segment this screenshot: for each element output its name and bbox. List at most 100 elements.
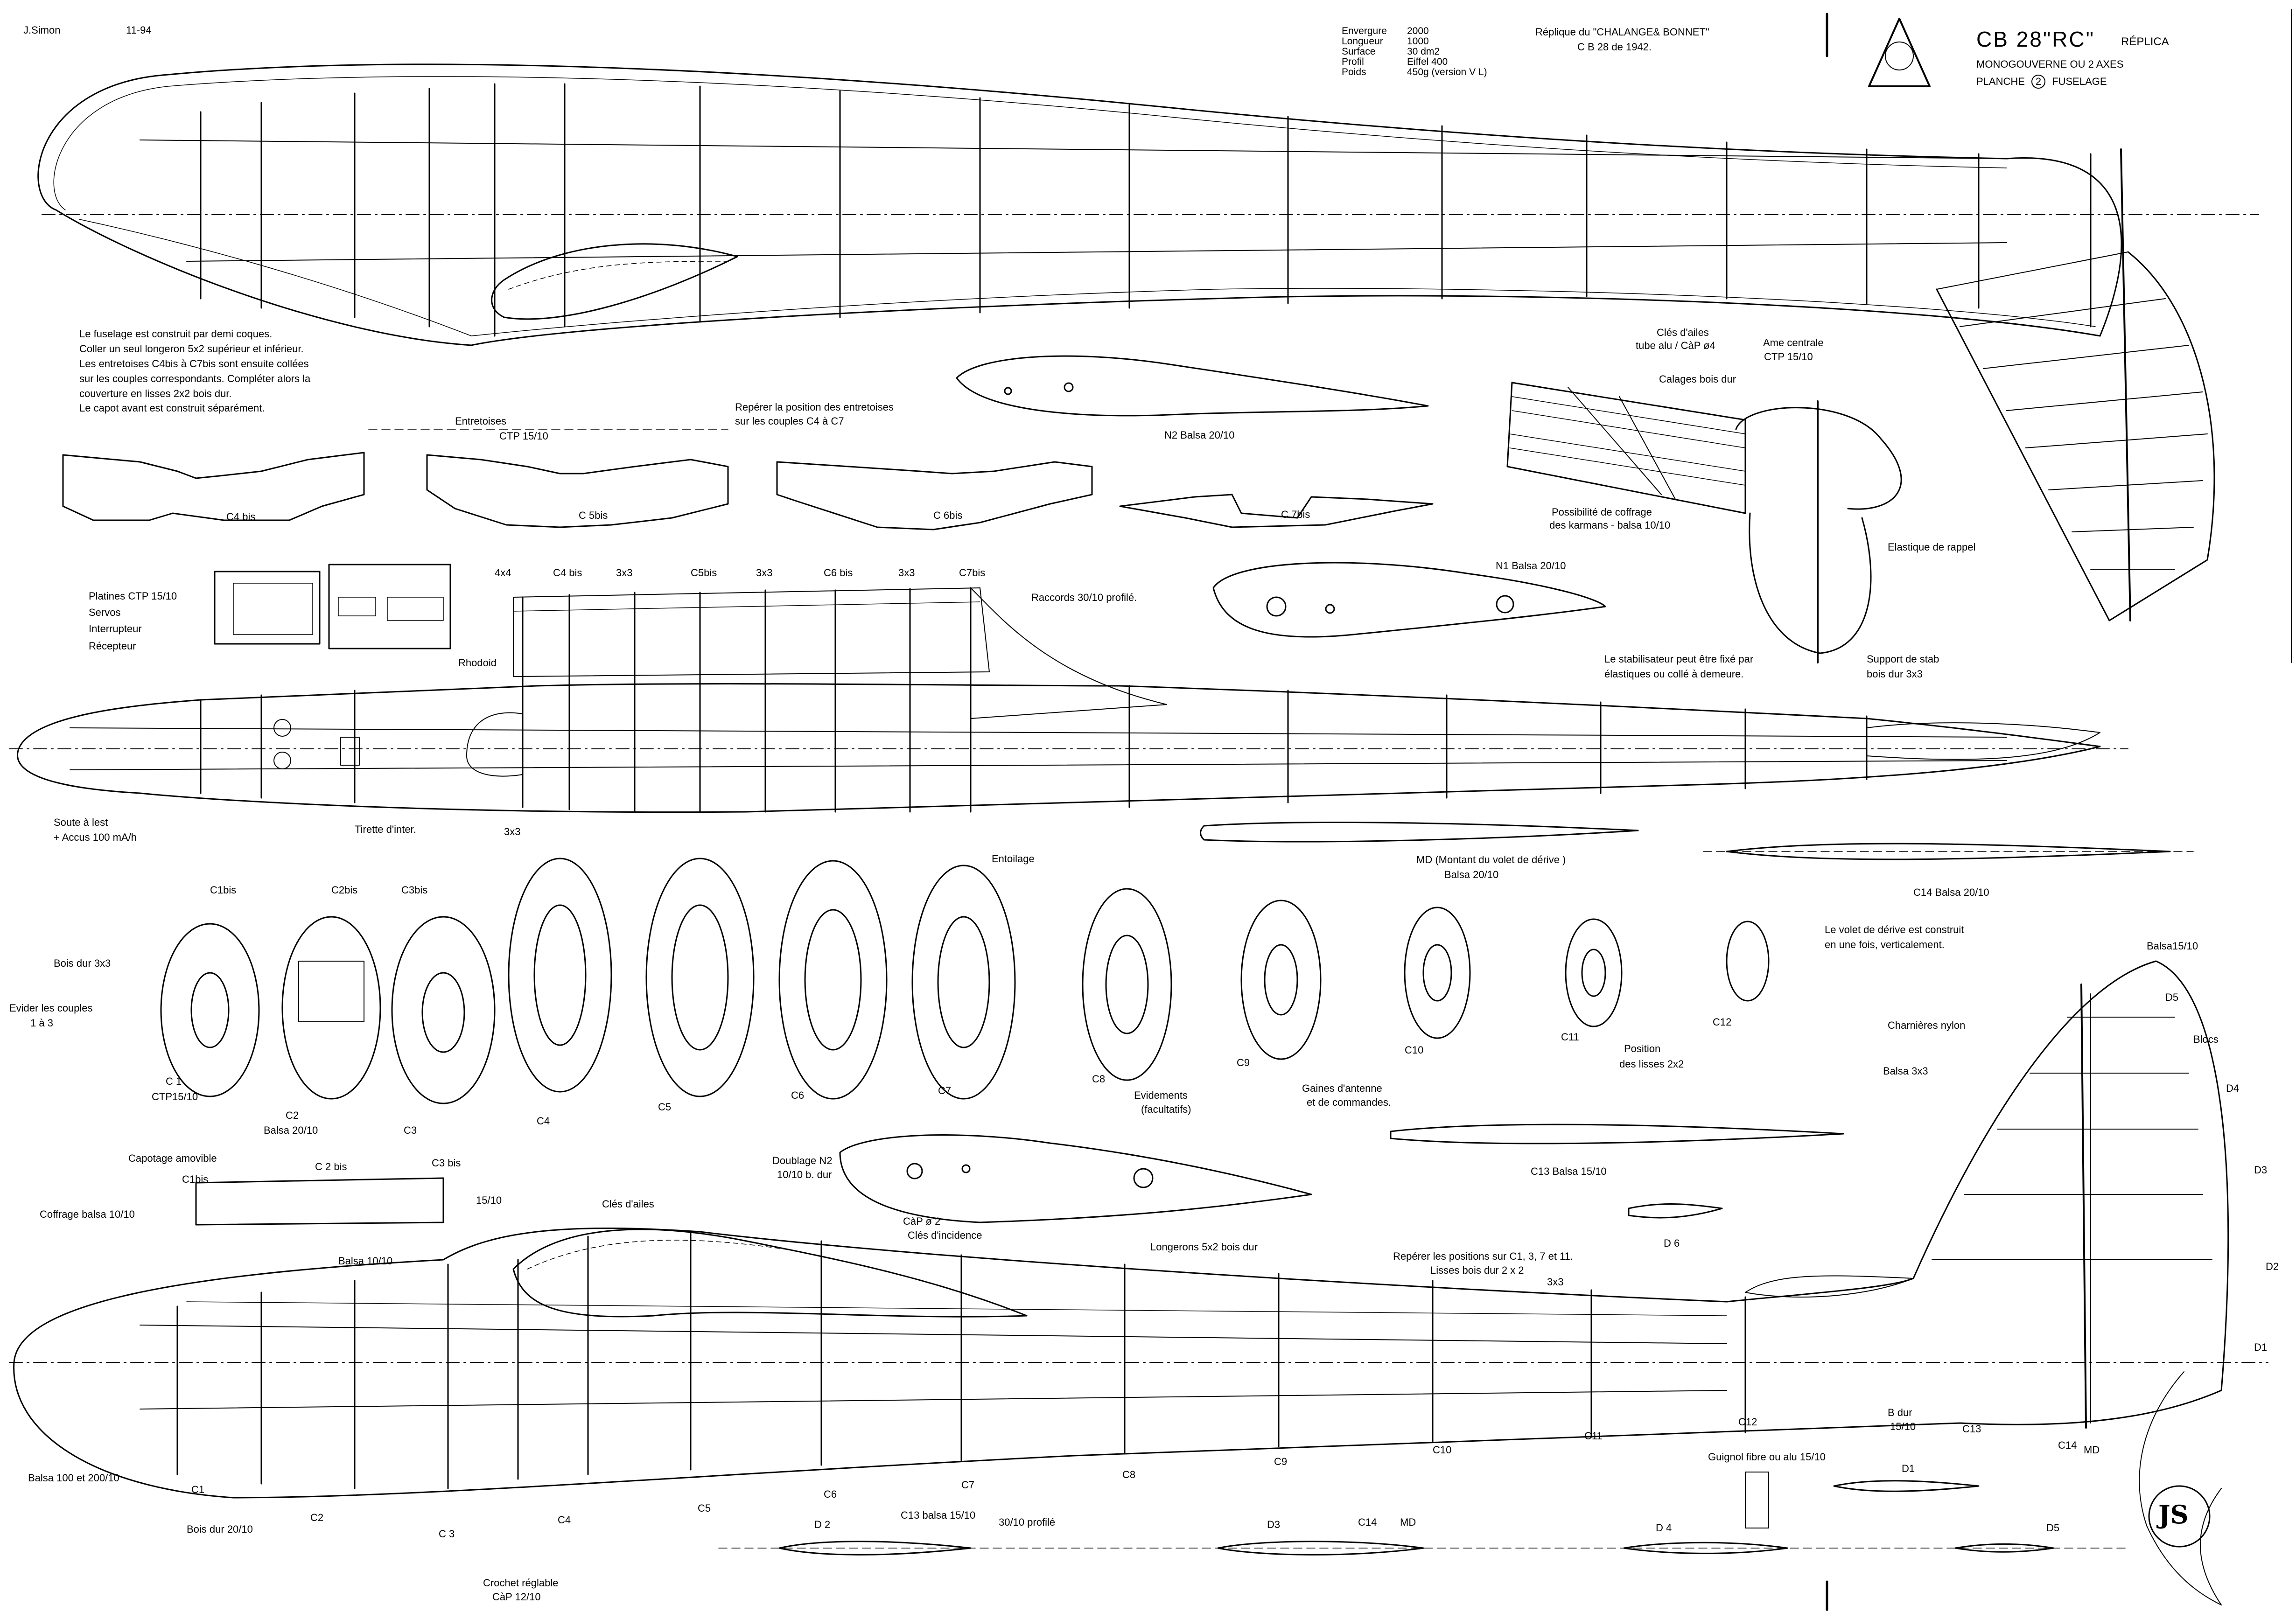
label-coffrage-balsa: Coffrage balsa 10/10 bbox=[40, 1208, 135, 1220]
label-facultatifs: (facultatifs) bbox=[1141, 1103, 1191, 1115]
label-elastique: Elastique de rappel bbox=[1888, 541, 1976, 553]
label-balsa-20-10: Balsa 20/10 bbox=[264, 1124, 318, 1136]
label-servos: Servos bbox=[89, 607, 121, 618]
label-c7bis-top: C7bis bbox=[959, 567, 986, 579]
label-stab-fixe: Le stabilisateur peut être fixé par bbox=[1604, 653, 1754, 665]
label-c8: C8 bbox=[1092, 1073, 1106, 1085]
spec-value: 2000 bbox=[1407, 26, 1429, 36]
label-cles-incidence: Clés d'incidence bbox=[908, 1229, 982, 1241]
label-c10: C10 bbox=[1405, 1044, 1424, 1056]
label-ctp-15-10: CTP 15/10 bbox=[499, 430, 548, 442]
label-interrupteur: Interrupteur bbox=[89, 623, 142, 635]
label-charnieres: Charnières nylon bbox=[1888, 1019, 1966, 1031]
plan-subtitle: MONOGOUVERNE OU 2 AXES bbox=[1976, 58, 2124, 70]
label-cles-ailes-b: Clés d'ailes bbox=[602, 1198, 654, 1210]
label-3x3-a: 3x3 bbox=[616, 567, 633, 579]
label-c4: C4 bbox=[537, 1115, 550, 1127]
spec-value: 1000 bbox=[1407, 36, 1429, 47]
n-profiles bbox=[956, 355, 1606, 638]
label-reperer-entretoises-2: sur les couples C4 à C7 bbox=[735, 415, 844, 427]
label-d5: D5 bbox=[2165, 991, 2179, 1003]
label-bottom-c5: C5 bbox=[698, 1502, 711, 1514]
label-c7: C7 bbox=[938, 1085, 952, 1096]
label-3x3-c: 3x3 bbox=[898, 567, 915, 579]
plate-subject: FUSELAGE bbox=[2052, 76, 2107, 87]
spec-row: Longueur 1000 bbox=[1342, 36, 1487, 47]
bulkheads bbox=[160, 858, 1770, 1104]
label-bottom-c4: C4 bbox=[558, 1514, 571, 1526]
label-c2: C2 bbox=[286, 1110, 299, 1121]
label-support-stab: Support de stab bbox=[1867, 653, 1939, 665]
plate-word: PLANCHE bbox=[1976, 76, 2025, 87]
label-guignol: Guignol fibre ou alu 15/10 bbox=[1708, 1451, 1826, 1463]
label-rhodoid: Rhodoid bbox=[458, 657, 497, 669]
label-raccords: Raccords 30/10 profilé. bbox=[1031, 592, 1137, 603]
replica-note-line1: Réplique du "CHALANGE& BONNET" bbox=[1535, 26, 1709, 38]
label-3x3-b: 3x3 bbox=[756, 567, 773, 579]
label-strip-d2: D 2 bbox=[814, 1519, 831, 1530]
js-monogram bbox=[2139, 1371, 2222, 1605]
label-n1: N1 Balsa 20/10 bbox=[1496, 560, 1566, 572]
label-bottom-c9: C9 bbox=[1274, 1456, 1288, 1467]
note-line: Coller un seul longeron 5x2 supérieur et… bbox=[79, 342, 304, 355]
js-monogram-text: JS bbox=[2158, 1500, 2189, 1529]
label-bottom-c14: C14 bbox=[2058, 1439, 2077, 1451]
label-entretoises: Entretoises bbox=[455, 415, 507, 427]
label-strip-d5: D5 bbox=[2046, 1522, 2060, 1534]
plan-title-suffix: RÉPLICA bbox=[2121, 35, 2169, 48]
label-coffrage: Possibilité de coffrage bbox=[1552, 506, 1652, 518]
label-c1bis: C1bis bbox=[210, 884, 237, 896]
label-accus: + Accus 100 mA/h bbox=[54, 831, 137, 843]
label-tirette: Tirette d'inter. bbox=[355, 823, 416, 835]
doublage-n2 bbox=[839, 1134, 1312, 1223]
label-strip-c14: C14 bbox=[1358, 1516, 1377, 1528]
label-c3: C3 bbox=[404, 1124, 417, 1136]
label-c6: C6 bbox=[791, 1089, 805, 1101]
label-reperer-entretoises: Repérer la position des entretoises bbox=[735, 401, 894, 413]
note-line: Le capot avant est construit séparément. bbox=[79, 402, 265, 414]
label-cap-c1bis: C1bis bbox=[182, 1173, 209, 1185]
label-gaines: Gaines d'antenne bbox=[1302, 1082, 1382, 1094]
label-3x3-d: 3x3 bbox=[504, 826, 521, 837]
d6-part bbox=[1628, 1203, 1723, 1219]
fuselage-side-view-top bbox=[37, 9, 2292, 663]
label-d2: D2 bbox=[2266, 1261, 2279, 1272]
note-line: couverture en lisses 2x2 bois dur. bbox=[79, 387, 232, 399]
label-c4bis-top: C4 bis bbox=[553, 567, 582, 579]
label-bois-dur: Bois dur 3x3 bbox=[54, 957, 111, 969]
md-and-c14 bbox=[1200, 822, 2194, 860]
label-longerons: Longerons 5x2 bois dur bbox=[1150, 1241, 1258, 1253]
plate-number: 2 bbox=[2031, 75, 2046, 89]
label-c9: C9 bbox=[1237, 1057, 1250, 1068]
label-cap-2: CàP ø 2 bbox=[903, 1215, 941, 1227]
label-strip-md: MD bbox=[1400, 1516, 1416, 1528]
label-bottom-c3: C 3 bbox=[439, 1528, 455, 1540]
label-support-stab-2: bois dur 3x3 bbox=[1867, 668, 1923, 680]
construction-note: Le fuselage est construit par demi coque… bbox=[79, 327, 310, 416]
label-c5: C5 bbox=[658, 1101, 672, 1113]
note-line: Les entretoises C4bis à C7bis sont ensui… bbox=[79, 357, 309, 370]
label-cles-ailes: Clés d'ailes bbox=[1657, 327, 1709, 338]
label-n2: N2 Balsa 20/10 bbox=[1164, 429, 1235, 441]
spec-key: Longueur bbox=[1342, 36, 1383, 47]
label-c13: C13 Balsa 15/10 bbox=[1531, 1165, 1607, 1177]
label-coffrage-2: des karmans - balsa 10/10 bbox=[1549, 519, 1671, 531]
label-c4bis: C4 bis bbox=[226, 511, 256, 523]
author-name: J.Simon bbox=[23, 24, 61, 36]
label-entoilage: Entoilage bbox=[992, 853, 1035, 865]
label-balsa-15: Balsa15/10 bbox=[2147, 940, 2198, 952]
label-c6bis: C 6bis bbox=[933, 509, 963, 521]
label-b-dur: B dur bbox=[1888, 1407, 1912, 1418]
label-c7bis: C 7bis bbox=[1281, 509, 1310, 520]
label-doublage: Doublage N2 bbox=[772, 1155, 833, 1166]
wing-root-detail bbox=[1506, 382, 1902, 663]
replica-note-line2: C B 28 de 1942. bbox=[1577, 41, 1652, 53]
label-capotage: Capotage amovible bbox=[128, 1152, 217, 1164]
label-stab-fixe-2: élastiques ou collé à demeure. bbox=[1604, 668, 1744, 680]
label-bois-dur-20-10: Bois dur 20/10 bbox=[187, 1523, 253, 1535]
spec-key: Poids bbox=[1342, 67, 1366, 78]
